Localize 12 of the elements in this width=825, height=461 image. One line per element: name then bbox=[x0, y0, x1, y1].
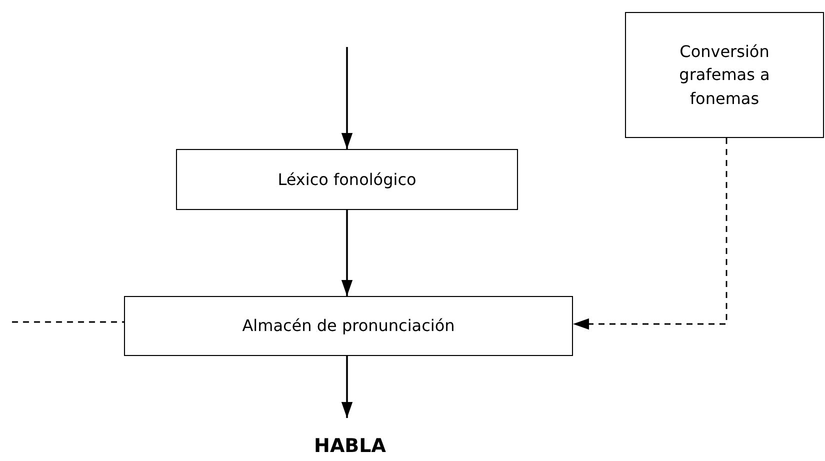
arrow bbox=[573, 138, 728, 330]
box-label: Léxico fonológico bbox=[278, 168, 416, 191]
arrow bbox=[341, 47, 353, 149]
process-box bbox=[625, 12, 824, 138]
output-label: HABLA bbox=[314, 434, 386, 460]
arrow bbox=[341, 356, 353, 418]
box-label: Almacén de pronunciación bbox=[242, 315, 455, 338]
dashed-line bbox=[12, 321, 124, 323]
arrow bbox=[341, 210, 353, 296]
box-label: Conversión grafemas a fonemas bbox=[678, 41, 771, 110]
process-box bbox=[176, 149, 518, 210]
process-box bbox=[124, 296, 573, 356]
